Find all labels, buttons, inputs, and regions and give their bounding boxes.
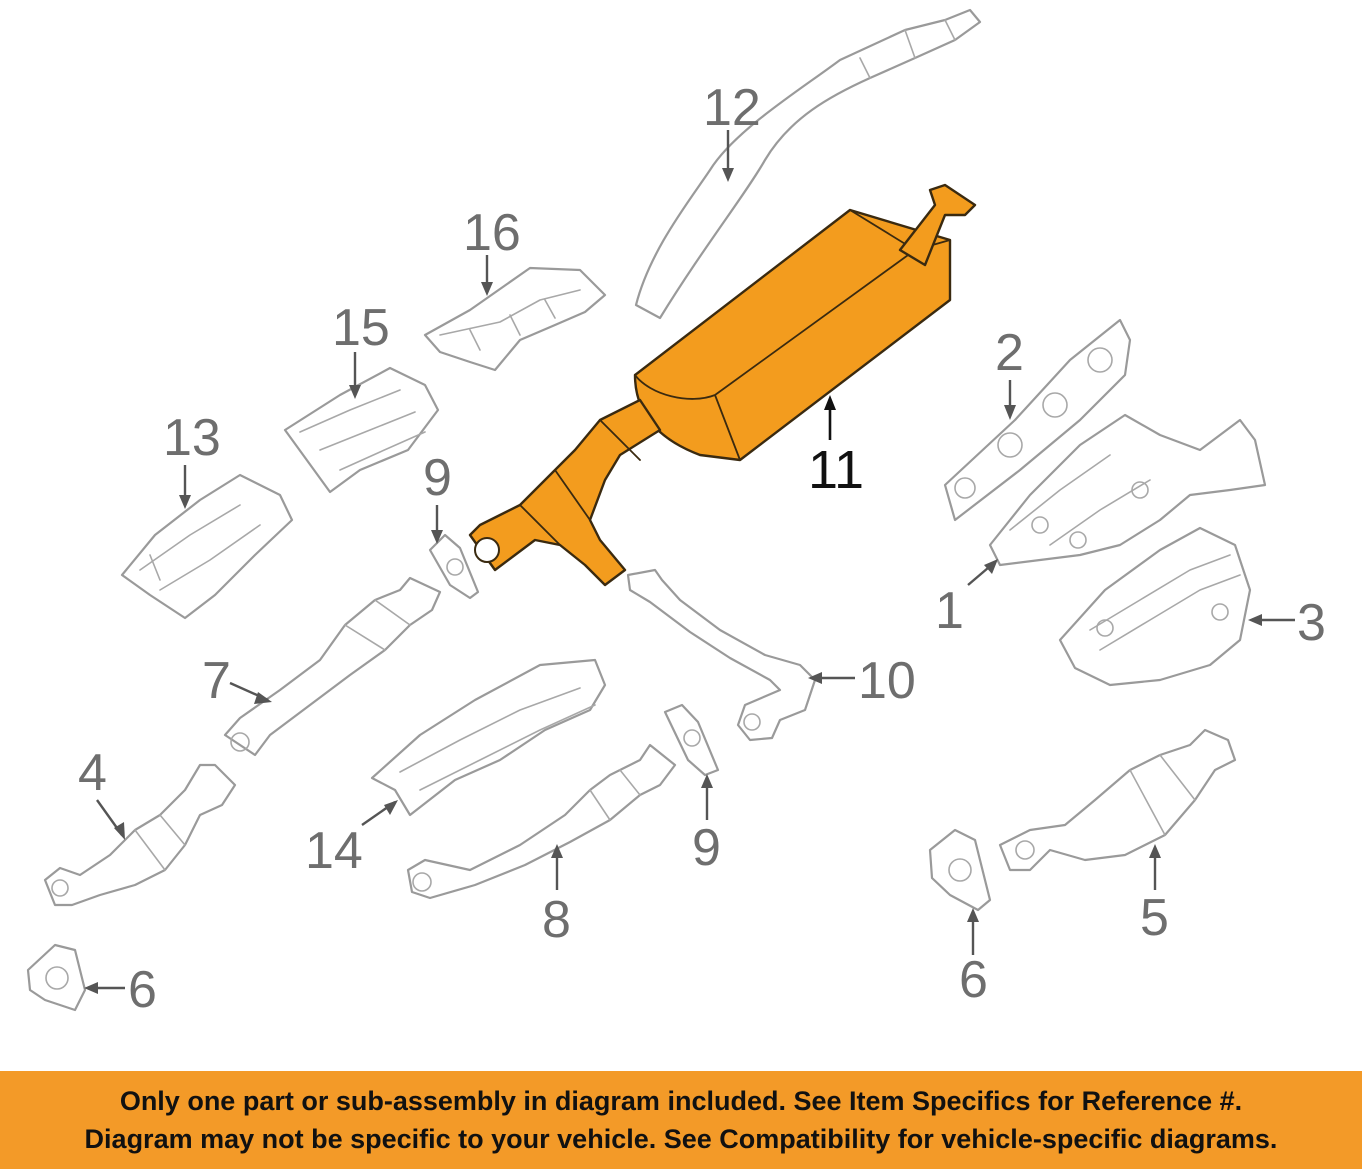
callout-leaders <box>84 130 1295 994</box>
callout-16: 16 <box>463 204 521 262</box>
part-14-heat-shield <box>370 658 607 817</box>
part-3-heat-shield <box>1058 526 1252 687</box>
exhaust-diagram: 12 16 15 13 9 11 2 1 3 7 10 4 14 9 8 5 6… <box>26 8 1326 1019</box>
callout-4: 4 <box>78 744 107 802</box>
disclaimer-banner: Only one part or sub-assembly in diagram… <box>0 1071 1362 1169</box>
callout-2: 2 <box>995 324 1024 382</box>
callout-10: 10 <box>858 652 916 710</box>
part-12-tail-pipe <box>634 8 982 320</box>
part-13-heat-shield <box>120 473 294 620</box>
callout-15: 15 <box>332 299 390 357</box>
part-9-gasket-upper <box>428 533 480 600</box>
callout-9-upper: 9 <box>423 449 452 507</box>
part-10-front-pipe <box>626 568 817 742</box>
part-5-catalytic-converter <box>998 728 1237 872</box>
callout-3: 3 <box>1297 594 1326 652</box>
callout-13: 13 <box>163 409 221 467</box>
part-7-catalytic-pipe <box>223 576 442 757</box>
disclaimer-line-1: Only one part or sub-assembly in diagram… <box>119 1086 1243 1116</box>
part-8-catalytic-pipe <box>406 743 677 900</box>
callout-11: 11 <box>808 440 864 500</box>
part-4-catalytic-converter <box>43 763 237 907</box>
callout-12: 12 <box>703 79 761 137</box>
part-6-gasket-right <box>928 828 992 912</box>
callout-8: 8 <box>542 891 571 949</box>
part-16-heat-shield <box>423 266 607 372</box>
callout-14: 14 <box>305 822 363 880</box>
callout-6-right: 6 <box>959 951 988 1009</box>
part-11-muffler-assembly <box>468 183 977 587</box>
callout-numbers: 12 16 15 13 9 11 2 1 3 7 10 4 14 9 8 5 6… <box>78 79 1326 1019</box>
part-2-gasket <box>943 318 1132 522</box>
part-15-heat-shield <box>283 366 440 494</box>
callout-5: 5 <box>1140 889 1169 947</box>
callout-1: 1 <box>935 582 964 640</box>
part-1-exhaust-manifold <box>988 413 1267 567</box>
disclaimer-line-2: Diagram may not be specific to your vehi… <box>84 1124 1278 1154</box>
part-6-gasket-left <box>26 943 87 1012</box>
part-9-gasket-lower <box>663 703 720 777</box>
callout-9-lower: 9 <box>692 819 721 877</box>
callout-7: 7 <box>202 652 231 710</box>
callout-6-left: 6 <box>128 961 157 1019</box>
